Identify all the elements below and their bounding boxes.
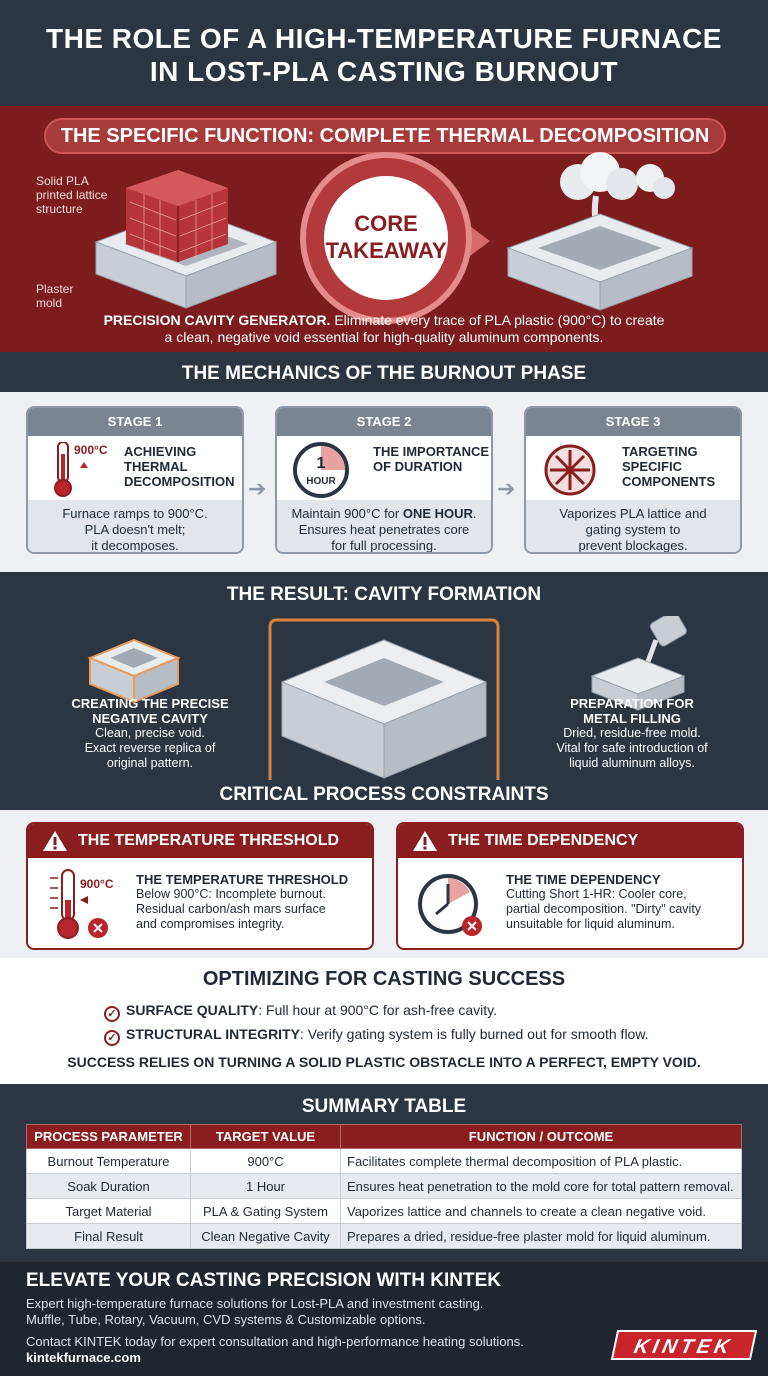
table-cell: Soak Duration — [26, 1173, 191, 1199]
stage-3-card: STAGE 3 TARGETING SPECIFIC COMPONENTS Va… — [524, 406, 742, 554]
table-row: Burnout Temperature 900°C Facilitates co… — [26, 1148, 742, 1174]
stage-heading: ACHIEVING THERMAL DECOMPOSITION — [124, 444, 235, 489]
result-section: THE RESULT: CAVITY FORMATION CREATING TH… — [0, 572, 768, 810]
footer-line: Contact KINTEK today for expert consulta… — [26, 1334, 524, 1349]
lattice-target-icon — [540, 442, 610, 503]
core-description: PRECISION CAVITY GENERATOR. Eliminate ev… — [103, 312, 665, 345]
table-cell: Ensures heat penetration to the mold cor… — [340, 1173, 742, 1199]
mechanics-section: STAGE 1 900°C ACHIEVING THERMAL DECOMPOS… — [0, 392, 768, 572]
cavity-mold-large-illustration — [268, 618, 500, 788]
table-row: Target Material PLA & Gating System Vapo… — [26, 1198, 742, 1224]
card-text: THE TIME DEPENDENCY Cutting Short 1-HR: … — [506, 872, 702, 931]
temperature-icon-label: 900°C — [74, 443, 108, 457]
check-icon: ✓ — [104, 1006, 120, 1022]
card-text: THE TEMPERATURE THRESHOLD Below 900°C: I… — [136, 872, 349, 931]
core-takeaway-section: THE SPECIFIC FUNCTION: COMPLETE THERMAL … — [0, 106, 768, 352]
check-icon: ✓ — [104, 1030, 120, 1046]
table-cell: Prepares a dried, residue-free plaster m… — [340, 1223, 742, 1249]
table-cell: Target Material — [26, 1198, 191, 1224]
temperature-threshold-card: THE TEMPERATURE THRESHOLD 900°C THE TEMP… — [26, 822, 374, 950]
constraints-title: CRITICAL PROCESS CONSTRAINTS — [219, 784, 549, 805]
success-statement: SUCCESS RELIES ON TURNING A SOLID PLASTI… — [67, 1054, 701, 1070]
arrow-right-icon: ➔ — [248, 476, 267, 501]
stage-tab: STAGE 3 — [526, 408, 740, 436]
column-header: TARGET VALUE — [190, 1124, 341, 1149]
table-cell: Facilitates complete thermal decompositi… — [340, 1148, 742, 1174]
function-banner: THE SPECIFIC FUNCTION: COMPLETE THERMAL … — [44, 118, 726, 154]
table-cell: Vaporizes lattice and channels to create… — [340, 1198, 742, 1224]
metal-pour-illustration — [590, 616, 687, 711]
table-row: Soak Duration 1 Hour Ensures heat penetr… — [26, 1173, 742, 1199]
constraints-section: THE TEMPERATURE THRESHOLD 900°C THE TEMP… — [0, 810, 768, 958]
table-cell: 900°C — [190, 1148, 341, 1174]
cavity-mold-small-illustration — [87, 638, 181, 704]
column-header: PROCESS PARAMETER — [26, 1124, 191, 1149]
svg-text:900°C: 900°C — [80, 877, 114, 891]
constraints-header: CRITICAL PROCESS CONSTRAINTS — [0, 780, 768, 810]
pla-lattice-mold-illustration — [94, 170, 278, 309]
mechanics-header: THE MECHANICS OF THE BURNOUT PHASE — [0, 352, 768, 392]
footer-title: ELEVATE YOUR CASTING PRECISION WITH KINT… — [26, 1270, 502, 1291]
empty-mold-smoke-illustration — [506, 152, 694, 311]
summary-section: SUMMARY TABLE PROCESS PARAMETER TARGET V… — [0, 1084, 768, 1262]
kintek-logo: KINTEK — [610, 1330, 758, 1360]
checklist-item: ✓STRUCTURAL INTEGRITY: Verify gating sys… — [104, 1026, 649, 1046]
footer: ELEVATE YOUR CASTING PRECISION WITH KINT… — [0, 1262, 768, 1376]
column-header: FUNCTION / OUTCOME — [340, 1124, 742, 1149]
stage-tab: STAGE 2 — [277, 408, 491, 436]
stage-body: Maintain 900°C for ONE HOUR. Ensures hea… — [277, 500, 491, 552]
footer-line: Expert high-temperature furnace solution… — [26, 1296, 484, 1311]
stage-body: Furnace ramps to 900°C.PLA doesn't melt;… — [28, 500, 242, 552]
card-title: THE TEMPERATURE THRESHOLD — [78, 832, 340, 849]
result-title: THE RESULT: CAVITY FORMATION — [226, 584, 542, 605]
stage-heading: TARGETING SPECIFIC COMPONENTS — [622, 444, 716, 489]
card-title: THE TIME DEPENDENCY — [448, 832, 639, 849]
svg-text:HOUR: HOUR — [306, 476, 336, 487]
low-thermometer-icon: 900°C — [50, 869, 114, 939]
optimizing-title: OPTIMIZING FOR CASTING SUCCESS — [202, 968, 566, 990]
mechanics-title: THE MECHANICS OF THE BURNOUT PHASE — [181, 363, 587, 384]
website-link[interactable]: kintekfurnace.com — [26, 1350, 141, 1365]
time-dependency-card: THE TIME DEPENDENCY THE TIME DEPENDENCY … — [396, 822, 744, 950]
optimizing-section: OPTIMIZING FOR CASTING SUCCESS ✓SURFACE … — [0, 958, 768, 1084]
stage-heading: THE IMPORTANCE OF DURATION — [373, 444, 490, 474]
short-time-clock-icon — [418, 874, 482, 936]
table-cell: Final Result — [26, 1223, 191, 1249]
table-cell: Burnout Temperature — [26, 1148, 191, 1174]
warning-icon — [42, 830, 68, 865]
warning-icon — [412, 830, 438, 865]
stage-2-card: STAGE 2 1 HOUR THE IMPORTANCE OF DURATIO… — [275, 406, 493, 554]
table-cell: Clean Negative Cavity — [190, 1223, 341, 1249]
checklist-item: ✓SURFACE QUALITY: Full hour at 900°C for… — [104, 1002, 497, 1022]
table-cell: 1 Hour — [190, 1173, 341, 1199]
clock-icon: 1 HOUR — [291, 442, 361, 503]
arrow-right-icon: ➔ — [497, 476, 516, 501]
table-cell: PLA & Gating System — [190, 1198, 341, 1224]
table-row: Final Result Clean Negative Cavity Prepa… — [26, 1223, 742, 1249]
thermometer-icon: 900°C — [42, 441, 122, 503]
summary-table: PROCESS PARAMETER TARGET VALUE FUNCTION … — [26, 1124, 742, 1249]
svg-text:1: 1 — [317, 455, 326, 472]
summary-title: SUMMARY TABLE — [301, 1096, 467, 1117]
stage-1-card: STAGE 1 900°C ACHIEVING THERMAL DECOMPOS… — [26, 406, 244, 554]
footer-line: Muffle, Tube, Rotary, Vacuum, CVD system… — [26, 1312, 426, 1327]
table-header-row: PROCESS PARAMETER TARGET VALUE FUNCTION … — [26, 1124, 742, 1149]
stage-tab: STAGE 1 — [28, 408, 242, 436]
